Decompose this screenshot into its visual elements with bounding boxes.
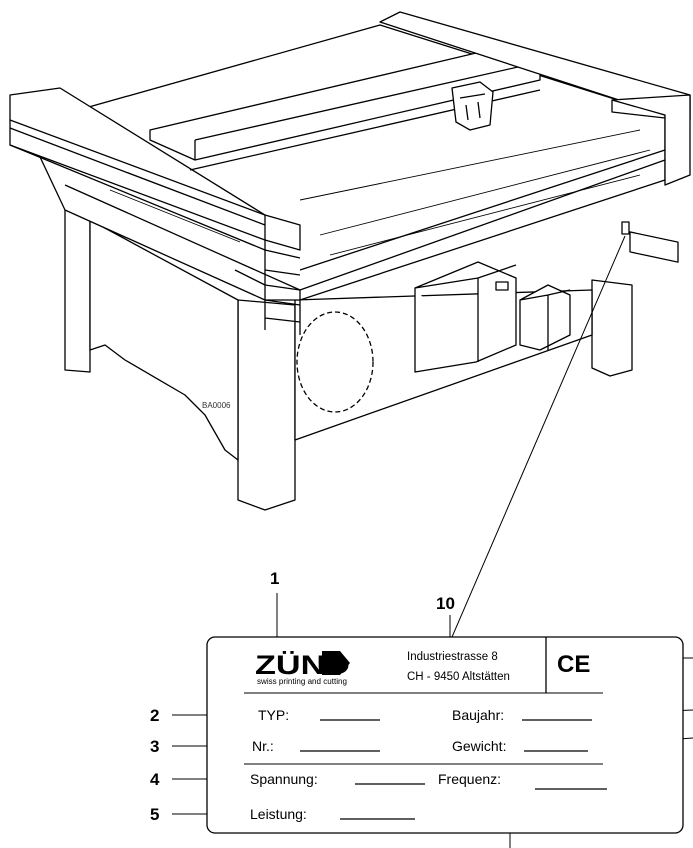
callout-4: 4: [150, 770, 160, 789]
callout-1: 1: [270, 569, 279, 588]
lower-panel: [89, 219, 239, 461]
callout-10: 10: [436, 594, 455, 613]
small-box: [519, 284, 571, 351]
cutter-table-drawing: [9, 11, 691, 511]
leader-line-10: [451, 235, 626, 638]
spannung-label: Spannung:: [250, 771, 318, 787]
nr-label: Nr.:: [252, 738, 274, 754]
rating-plate-location: [621, 221, 630, 235]
address-line-1: Industriestrasse 8: [407, 651, 498, 663]
frame-left-layers: [9, 119, 301, 330]
tool-head: [451, 81, 494, 131]
frequenz-label: Frequenz:: [438, 771, 501, 787]
right-frame: [611, 94, 691, 186]
surface-lines: [109, 129, 651, 256]
leg-back-right: [591, 279, 633, 377]
rating-plate: ZÜND swiss printing and cutting Industri…: [206, 636, 684, 834]
leg-front-center: [237, 299, 296, 511]
callout-3: 3: [150, 737, 159, 756]
callout-2: 2: [150, 706, 159, 725]
typ-label: TYP:: [258, 707, 289, 723]
brand-arrow-icon: [322, 651, 350, 675]
controller-box-vent: [495, 281, 509, 291]
ce-mark: CE: [557, 651, 590, 678]
baujahr-label: Baujahr:: [452, 707, 504, 723]
control-panel: [629, 231, 679, 263]
drawing-code: BA0006: [202, 401, 231, 410]
vacuum-pump-outline: [296, 311, 374, 413]
frame-left-bar: [9, 87, 301, 251]
gewicht-label: Gewicht:: [452, 738, 506, 754]
callout-5: 5: [150, 805, 159, 824]
leistung-label: Leistung:: [250, 806, 307, 822]
address-line-2: CH - 9450 Altstätten: [407, 671, 510, 683]
brand-tagline: swiss printing and cutting: [257, 677, 347, 686]
table-top: [24, 24, 666, 301]
controller-box: [414, 261, 517, 373]
